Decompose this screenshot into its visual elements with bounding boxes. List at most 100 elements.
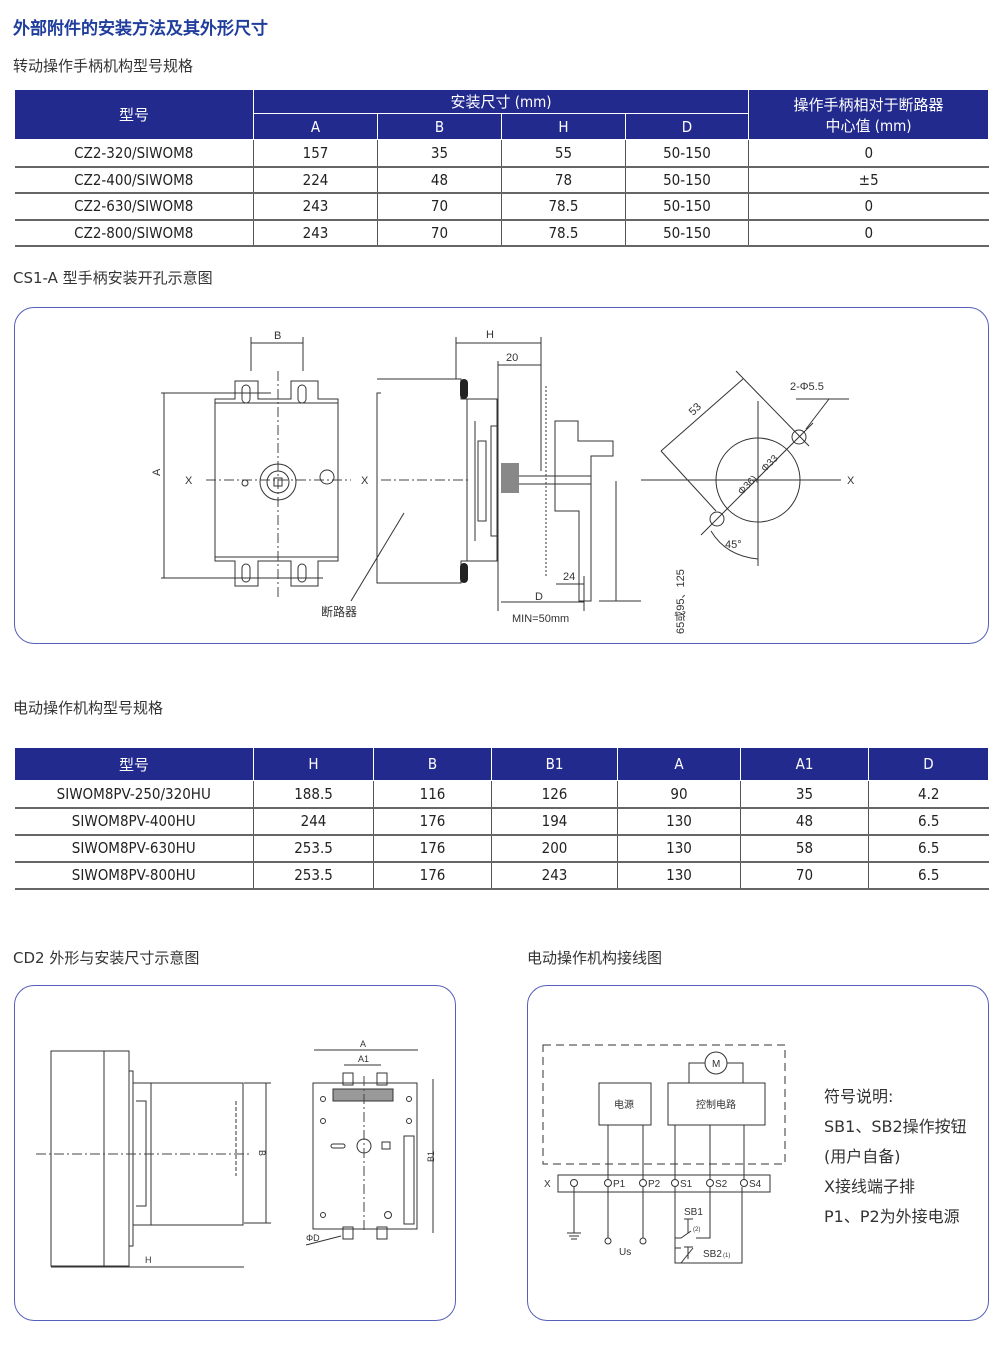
- value-cell: 50-150: [625, 139, 749, 168]
- value-cell: 253.5: [253, 861, 374, 890]
- value-cell: 176: [373, 834, 492, 863]
- header-cell: A1: [740, 747, 869, 781]
- header-b: B: [377, 113, 502, 140]
- dim-20-label: 20: [506, 352, 518, 364]
- diagram2-title: CD2 外形与安装尺寸示意图: [13, 949, 200, 967]
- power-label: 电源: [614, 1098, 634, 1111]
- value-cell: 243: [253, 219, 378, 247]
- header-h: H: [501, 113, 626, 140]
- value-cell: 194: [491, 807, 618, 836]
- dim-d-label: D: [535, 591, 543, 603]
- value-cell: 35: [377, 139, 502, 168]
- value-cell: 78: [501, 166, 626, 194]
- cd2-dimension-diagram: B H A A1 B1 ΦD: [14, 985, 456, 1321]
- header-a: A: [253, 113, 378, 140]
- legend-line: SB1、SB2操作按钮: [824, 1117, 967, 1136]
- terminal-s4: S4: [749, 1179, 762, 1190]
- terminal-s2: S2: [715, 1179, 728, 1190]
- value-cell: 130: [617, 834, 741, 863]
- value-cell: 176: [373, 807, 492, 836]
- legend-line: P1、P2为外接电源: [824, 1207, 960, 1226]
- dim-a-label: A: [151, 468, 163, 476]
- holes-label: 2-Φ5.5: [790, 381, 824, 393]
- value-cell: 78.5: [501, 219, 626, 247]
- motor-symbol-label: M: [712, 1059, 720, 1070]
- value-cell: 6.5: [868, 834, 989, 863]
- header-cell: D: [868, 747, 989, 781]
- value-cell: 50-150: [625, 193, 749, 221]
- hole-pattern-view: [641, 370, 849, 566]
- wiring-schematic: [542, 1044, 786, 1264]
- wiring-diagram: M M 电源 控制电路 X P1 P2 S1 S2 S4 Us SB1 (2) …: [527, 985, 989, 1321]
- model-cell: SIWOM8PV-250/320HU: [14, 780, 254, 809]
- value-cell: 6.5: [868, 861, 989, 890]
- dim-a-label: A: [360, 1039, 366, 1049]
- legend-line: X接线端子排: [824, 1177, 915, 1196]
- handle-mounting-diagram: A X B X H 20 24 D MIN=50mm 断路器 65或95、125…: [14, 307, 989, 644]
- legend-line: (用户自备): [824, 1147, 901, 1166]
- cd2-front-view: [305, 1049, 434, 1246]
- value-cell: 130: [617, 807, 741, 836]
- value-cell: 35: [740, 780, 869, 809]
- value-cell: 224: [253, 166, 378, 194]
- phi36-label: Φ36): [736, 474, 760, 498]
- value-cell: 0: [748, 193, 989, 221]
- header-offset: 操作手柄相对于断路器中心值 (mm): [748, 89, 989, 140]
- value-cell: 70: [377, 219, 502, 247]
- sb1-label: SB1: [684, 1207, 703, 1218]
- value-cell: 253.5: [253, 834, 374, 863]
- value-cell: 4.2: [868, 780, 989, 809]
- value-cell: 0: [748, 139, 989, 168]
- header-cell: A: [617, 747, 741, 781]
- dim-b-label: B: [257, 1150, 267, 1156]
- header-d: D: [625, 113, 749, 140]
- value-cell: ±5: [748, 166, 989, 194]
- dim-b-label: B: [274, 330, 281, 342]
- legend-title: 符号说明:: [824, 1087, 894, 1106]
- value-cell: 116: [373, 780, 492, 809]
- header-install-size: 安装尺寸 (mm): [253, 89, 749, 114]
- value-cell: 50-150: [625, 219, 749, 247]
- model-cell: CZ2-630/SIWOM8: [14, 193, 254, 221]
- value-cell: 243: [491, 861, 618, 890]
- sb2-label: SB2: [703, 1249, 722, 1260]
- value-cell: 188.5: [253, 780, 374, 809]
- section2-title: 电动操作机构型号规格: [13, 699, 164, 717]
- value-cell: 48: [377, 166, 502, 194]
- model-cell: CZ2-400/SIWOM8: [14, 166, 254, 194]
- min-label: MIN=50mm: [512, 613, 569, 625]
- cd2-side-view: [36, 1050, 271, 1268]
- value-cell: 0: [748, 219, 989, 247]
- value-cell: 50-150: [625, 166, 749, 194]
- angle-label: 45°: [725, 539, 742, 551]
- value-cell: 55: [501, 139, 626, 168]
- us-label: Us: [619, 1247, 631, 1258]
- value-cell: 58: [740, 834, 869, 863]
- model-cell: SIWOM8PV-800HU: [14, 861, 254, 890]
- terminal-p1: P1: [613, 1179, 626, 1190]
- dim-d-label: ΦD: [306, 1233, 320, 1243]
- value-cell: 157: [253, 139, 378, 168]
- model-cell: SIWOM8PV-400HU: [14, 807, 254, 836]
- section1-title: 转动操作手柄机构型号规格: [13, 57, 194, 75]
- value-cell: 48: [740, 807, 869, 836]
- header-cell: B: [373, 747, 492, 781]
- terminal-strip-label: X: [544, 1179, 551, 1190]
- value-cell: 243: [253, 193, 378, 221]
- dim-24-label: 24: [563, 571, 575, 583]
- value-cell: 176: [373, 861, 492, 890]
- dim-h-label: H: [486, 329, 494, 341]
- model-cell: CZ2-320/SIWOM8: [14, 139, 254, 168]
- page-title: 外部附件的安装方法及其外形尺寸: [13, 19, 268, 39]
- value-cell: 6.5: [868, 807, 989, 836]
- header-model: 型号: [14, 89, 254, 140]
- model-cell: CZ2-800/SIWOM8: [14, 219, 254, 247]
- height-label: 65或95、125: [674, 569, 687, 634]
- breaker-label: 断路器: [321, 604, 357, 619]
